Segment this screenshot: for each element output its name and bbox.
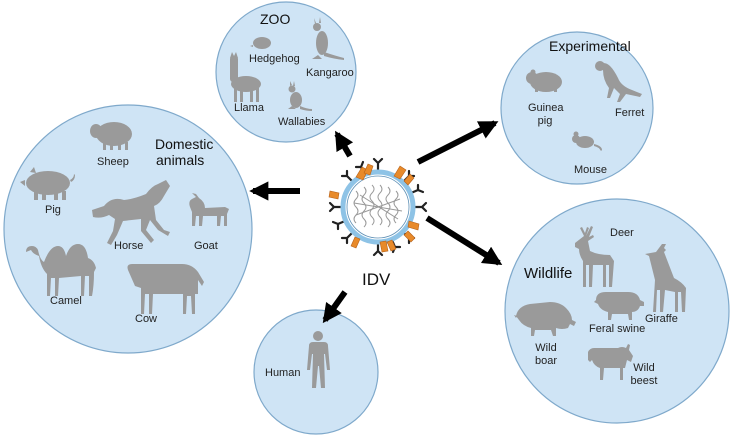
domestic-animal-label: Goat <box>194 240 218 252</box>
llama-icon <box>230 52 261 102</box>
deer-icon <box>575 226 614 287</box>
goat-icon <box>189 193 229 226</box>
wildebeest-icon <box>588 344 633 380</box>
wildlife-animal-label: Feral swine <box>589 323 646 335</box>
wildlife-animal-label: Giraffe <box>645 313 678 325</box>
mouse-icon <box>572 131 602 151</box>
experimental-animal-label: Ferret <box>615 107 645 119</box>
zoo-animal-label: Hedgehog <box>249 53 300 65</box>
experimental-animal-label: Guinea pig <box>528 102 564 127</box>
domestic-title: animals <box>156 152 205 168</box>
domestic-animal-label: Sheep <box>97 156 129 168</box>
zoo-animal-label: Kangaroo <box>306 67 354 79</box>
wild-boar-icon <box>514 302 576 336</box>
wildlife-animal-label: Wild boar <box>534 342 558 367</box>
domestic-title: Domestic <box>155 136 214 152</box>
pig-icon <box>20 167 75 200</box>
experimental-circle <box>500 31 654 185</box>
human-icon <box>307 331 330 388</box>
wildlife-title: Wildlife <box>524 265 573 282</box>
wildlife-animal-label: Deer <box>610 227 634 239</box>
horse-icon <box>92 180 170 245</box>
silhouettes <box>20 17 686 388</box>
virus-spikes-orange <box>328 163 420 253</box>
domestic-animal-label: Horse <box>114 240 144 252</box>
feral-swine-icon <box>594 292 644 320</box>
camel-icon <box>26 244 96 296</box>
giraffe-icon <box>645 244 686 312</box>
experimental-title: Experimental <box>549 38 631 54</box>
virus-rna <box>353 184 403 228</box>
arrow-to-zoo <box>334 130 354 158</box>
zoo-animal-label: Llama <box>234 102 264 114</box>
human-label: Human <box>265 367 301 379</box>
experimental-animal-label: Mouse <box>574 164 608 176</box>
wildlife-animal-label: Wild beest <box>630 362 658 387</box>
arrow-to-human <box>322 290 348 324</box>
domestic-animal-label: Camel <box>50 295 82 307</box>
virus-membrane-inner <box>346 175 410 239</box>
idv-virus-icon <box>328 157 428 257</box>
idv-label: IDV <box>362 270 391 289</box>
domestic-animal-label: Cow <box>135 313 158 325</box>
hedgehog-icon <box>250 37 271 49</box>
kangaroo-icon <box>312 17 344 60</box>
arrow-to-wildlife <box>425 215 503 266</box>
cow-icon <box>127 264 204 314</box>
arrow-to-experimental <box>416 120 499 165</box>
domestic-animal-label: Pig <box>45 204 61 216</box>
zoo-animal-label: Wallabies <box>278 116 326 128</box>
sheep-icon <box>90 122 132 150</box>
guinea-pig-icon <box>526 69 562 92</box>
virus-spikes-black <box>328 157 428 257</box>
zoo-title: ZOO <box>260 11 291 27</box>
ferret-icon <box>595 61 642 102</box>
wallaby-icon <box>288 81 312 111</box>
